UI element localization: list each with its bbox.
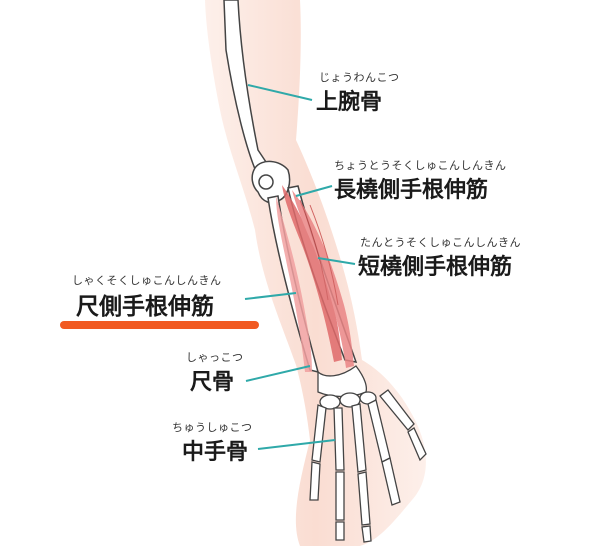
metacarpal-name: 中手骨 — [182, 440, 249, 465]
leader-line-metacarpal — [257, 439, 336, 450]
ecrl-reading: ちょうとうそくしゅこんしんきん — [334, 159, 507, 172]
metacarpal-reading: ちゅうしゅこつ — [172, 421, 253, 434]
leader-lines — [244, 84, 356, 450]
ecrb-name: 短橈側手根伸筋 — [358, 255, 513, 280]
ecrb-reading: たんとうそくしゅこんしんきん — [360, 236, 521, 249]
leader-line-ecrb — [317, 257, 356, 265]
hand-bones — [309, 365, 427, 543]
humerus-bone — [223, 0, 291, 204]
leader-line-ulna — [245, 365, 311, 382]
humerus-reading: じょうわんこつ — [319, 71, 400, 84]
ulna-reading: しゃっこつ — [186, 351, 244, 364]
leader-line-humerus — [247, 84, 313, 101]
leader-line-ecu — [244, 292, 297, 300]
ecrl-name: 長橈側手根伸筋 — [334, 178, 489, 203]
extensor-muscles — [276, 185, 354, 372]
humerus-name: 上腕骨 — [316, 90, 383, 115]
ecu-name: 尺側手根伸筋 — [76, 294, 214, 320]
ulna-name: 尺骨 — [190, 370, 235, 395]
ecu-reading: しゃくそくしゅこんしんきん — [72, 274, 222, 287]
leader-line-ecrl — [295, 185, 333, 197]
